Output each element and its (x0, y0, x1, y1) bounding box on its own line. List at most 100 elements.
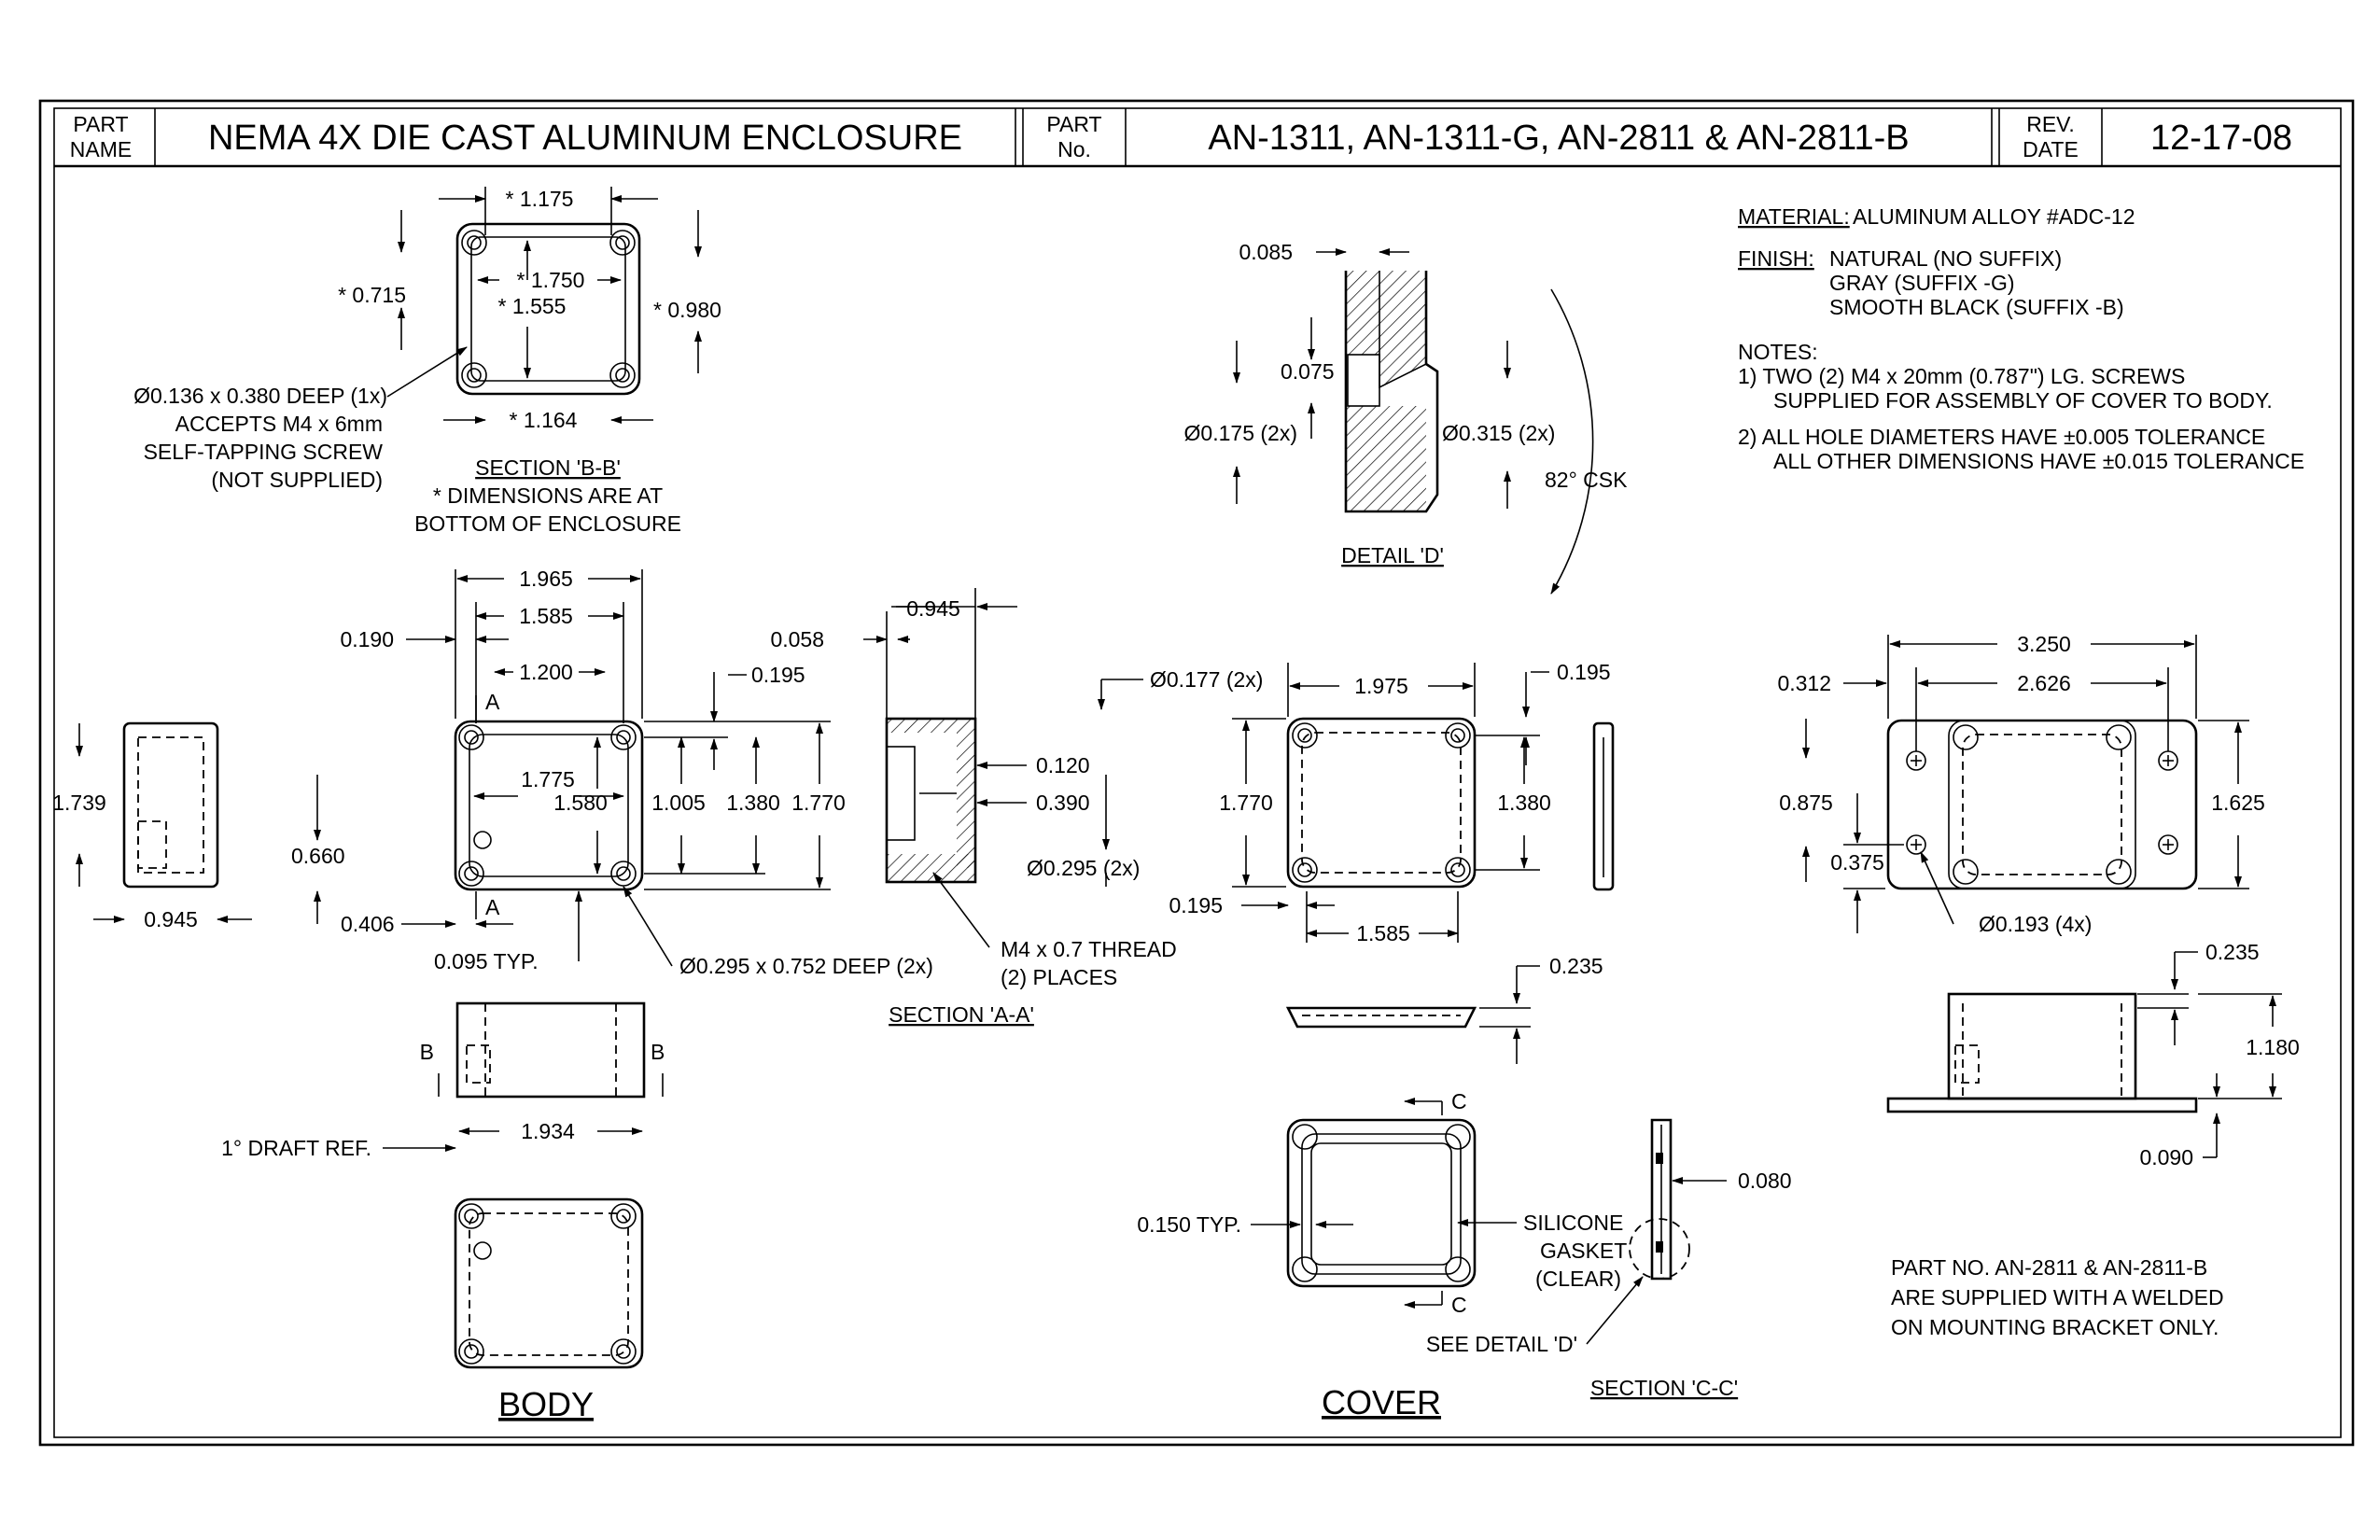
dim-aa-0295: Ø0.295 (2x) (1027, 856, 1140, 880)
dim-body-1005: 1.005 (651, 791, 706, 815)
section-aa-title: SECTION 'A-A' (889, 1002, 1034, 1027)
dim-bracket-3250: 3.250 (2017, 632, 2071, 656)
dim-body-1965: 1.965 (519, 567, 573, 591)
cover-front-view: 0.235 (1285, 954, 1603, 1064)
section-a-bottom: A (485, 895, 500, 919)
dim-bb-inner-w2: * 1.555 (498, 294, 567, 318)
section-c-bot: C (1451, 1293, 1467, 1317)
dim-bracket-0312: 0.312 (1777, 671, 1831, 695)
dim-body-1380: 1.380 (726, 791, 780, 815)
dim-detail-085: 0.085 (1239, 240, 1293, 264)
title-block: PART NAME NEMA 4X DIE CAST ALUMINUM ENCL… (54, 108, 2341, 168)
dim-front-1934: 1.934 (521, 1119, 575, 1143)
dim-bracket-0875: 0.875 (1779, 791, 1833, 815)
dim-bracket-1625: 1.625 (2211, 791, 2265, 815)
dim-bb-left: * 0.715 (338, 283, 406, 307)
rev-date: 12-17-08 (2150, 119, 2292, 158)
part-name: NEMA 4X DIE CAST ALUMINUM ENCLOSURE (208, 119, 962, 158)
dim-aa-0390: 0.390 (1036, 791, 1090, 815)
dim-bracket-2626: 2.626 (2017, 671, 2071, 695)
dim-bb-top: * 1.175 (506, 187, 574, 211)
cover-plan-view: 1.975 Ø0.177 (2x) 0.195 1.770 1.380 0.19… (1098, 660, 1611, 945)
bracket-note-1: PART NO. AN-2811 & AN-2811-B (1891, 1255, 2207, 1280)
drawing-frame (38, 99, 2355, 1447)
gasket-label-1: SILICONE (1523, 1211, 1623, 1235)
detail-csk: 82° CSK (1545, 468, 1628, 492)
dim-cover-0195-bot: 0.195 (1169, 893, 1223, 917)
part-name-label: PART (73, 112, 128, 136)
dim-cover-0235: 0.235 (1549, 954, 1603, 978)
section-bb-title: SECTION 'B-B' (475, 455, 621, 480)
bb-hole-2: ACCEPTS M4 x 6mm (175, 412, 383, 436)
detail-d-view: 0.085 0.075 Ø0.175 (2x) Ø0.315 (2x) 82° … (1184, 240, 1628, 595)
finish-label: FINISH: (1738, 246, 1814, 271)
section-b-left: B (420, 1040, 434, 1064)
section-bb-note-1: * DIMENSIONS ARE AT (433, 483, 663, 508)
bracket-note-2: ARE SUPPLIED WITH A WELDED (1891, 1285, 2224, 1309)
dim-cc-0080: 0.080 (1738, 1169, 1792, 1193)
body-front-view: B B 1.934 1° DRAFT REF. (221, 1001, 665, 1160)
dim-body-0406: 0.406 (341, 912, 395, 936)
note-2b: ALL OTHER DIMENSIONS HAVE ±0.015 TOLERAN… (1773, 449, 2304, 473)
material-label: MATERIAL: (1738, 204, 1850, 229)
dim-bracket-1180: 1.180 (2246, 1035, 2300, 1059)
section-b-right: B (651, 1040, 665, 1064)
dim-bb-bottom: * 1.164 (510, 408, 578, 432)
bb-hole-4: (NOT SUPPLIED) (211, 468, 383, 492)
dim-side-height: 1.739 (52, 791, 106, 815)
notes-label: NOTES: (1738, 340, 1818, 364)
dim-cover-1585: 1.585 (1356, 921, 1410, 945)
dim-body-0195: 0.195 (751, 663, 805, 687)
aa-thread-1: M4 x 0.7 THREAD (1001, 937, 1177, 961)
dim-body-1580: 1.580 (553, 791, 608, 815)
section-c-top: C (1451, 1089, 1467, 1113)
dim-body-0190: 0.190 (340, 627, 394, 651)
finish-gray: GRAY (SUFFIX -G) (1829, 271, 2015, 295)
section-cc-view: 0.080 SEE DETAIL 'D' SECTION 'C-C' (1426, 1118, 1792, 1400)
dim-bracket-0235: 0.235 (2205, 940, 2260, 964)
draft-note: 1° DRAFT REF. (221, 1136, 371, 1160)
dim-cover-1380: 1.380 (1497, 791, 1551, 815)
dim-cover-1975: 1.975 (1354, 674, 1408, 698)
dim-body-1585: 1.585 (519, 604, 573, 628)
part-no-label: PART (1046, 112, 1101, 136)
dim-bracket-0375: 0.375 (1830, 850, 1884, 875)
dim-aa-0945: 0.945 (906, 596, 960, 621)
part-no-label-2: No. (1057, 137, 1091, 161)
cover-view-label: COVER (1322, 1383, 1441, 1421)
dim-body-1200: 1.200 (519, 660, 573, 684)
part-number: AN-1311, AN-1311-G, AN-2811 & AN-2811-B (1208, 119, 1909, 158)
bb-hole-1: Ø0.136 x 0.380 DEEP (1x) (133, 384, 387, 408)
dim-cover-0195-top: 0.195 (1557, 660, 1611, 684)
gasket-label-3: (CLEAR) (1535, 1267, 1621, 1291)
gasket-label-2: GASKET (1540, 1239, 1627, 1263)
dim-bracket-0090: 0.090 (2139, 1145, 2193, 1169)
part-name-label-2: NAME (70, 137, 132, 161)
dim-aa-0058: 0.058 (770, 627, 824, 651)
rev-label: REV. (2026, 112, 2075, 136)
spec-notes: MATERIAL: ALUMINUM ALLOY #ADC-12 FINISH:… (1738, 204, 2304, 1339)
aa-thread-2: (2) PLACES (1001, 965, 1117, 989)
cover-bottom-view: C C 0.150 TYP. SILICONE GASKET (CLEAR) C… (1137, 1089, 1627, 1421)
bracket-note-3: ON MOUNTING BRACKET ONLY. (1891, 1315, 2219, 1339)
section-cc-title: SECTION 'C-C' (1590, 1376, 1738, 1400)
rev-label-2: DATE (2023, 137, 2079, 161)
note-1a: 1) TWO (2) M4 x 20mm (0.787") LG. SCREWS (1738, 364, 2185, 388)
note-1b: SUPPLIED FOR ASSEMBLY OF COVER TO BODY. (1773, 388, 2273, 413)
section-bb-note-2: BOTTOM OF ENCLOSURE (414, 511, 681, 536)
section-bb-view: * 1.175 * 1.750 * 1.555 * 0.715 * 0.980 … (133, 187, 721, 536)
cover-side-view (1592, 721, 1615, 891)
dim-body-0095: 0.095 TYP. (434, 949, 539, 973)
section-aa-view: 0.945 0.058 0.120 0.390 Ø0.295 (2x) M4 x… (770, 588, 1177, 1027)
body-side-view: 1.739 0.945 (52, 721, 252, 931)
dim-body-1775: 1.775 (521, 767, 575, 791)
finish-black: SMOOTH BLACK (SUFFIX -B) (1829, 295, 2124, 319)
dim-side-width: 0.945 (144, 907, 198, 931)
dim-body-0660: 0.660 (291, 844, 345, 868)
dim-detail-315: Ø0.315 (2x) (1442, 421, 1555, 445)
body-bottom-view: BODY (454, 1197, 644, 1423)
bracket-plan-view: 3.250 2.626 0.312 0.875 0.375 1.625 Ø0.1… (1777, 632, 2264, 936)
dim-detail-175: Ø0.175 (2x) (1184, 421, 1297, 445)
body-hole-callout: Ø0.295 x 0.752 DEEP (2x) (679, 954, 933, 978)
